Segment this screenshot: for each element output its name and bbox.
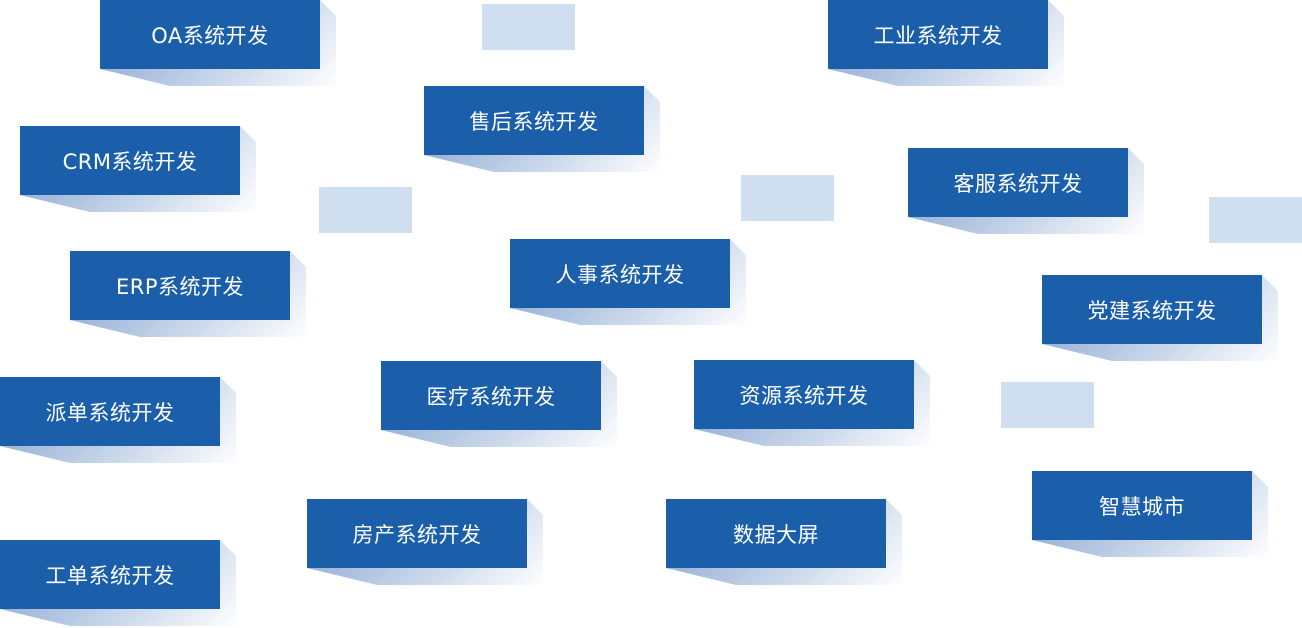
decorative-block — [1001, 382, 1094, 428]
tag-oa[interactable]: OA系统开发 — [100, 0, 336, 86]
decorative-block — [319, 187, 412, 233]
tag-label[interactable]: OA系统开发 — [100, 0, 320, 69]
tag-data-screen[interactable]: 数据大屏 — [666, 499, 902, 585]
tag-label[interactable]: CRM系统开发 — [20, 126, 240, 195]
tag-after-sales[interactable]: 售后系统开发 — [424, 86, 660, 172]
tag-hr[interactable]: 人事系统开发 — [510, 239, 746, 325]
tag-medical[interactable]: 医疗系统开发 — [381, 361, 617, 447]
tag-industrial[interactable]: 工业系统开发 — [828, 0, 1064, 86]
tag-resource[interactable]: 资源系统开发 — [694, 360, 930, 446]
decorative-block — [482, 4, 575, 50]
tag-work-order[interactable]: 工单系统开发 — [0, 540, 236, 626]
tag-erp[interactable]: ERP系统开发 — [70, 251, 306, 337]
tag-label[interactable]: 智慧城市 — [1032, 471, 1252, 540]
tag-crm[interactable]: CRM系统开发 — [20, 126, 256, 212]
tag-label[interactable]: 人事系统开发 — [510, 239, 730, 308]
tag-party[interactable]: 党建系统开发 — [1042, 275, 1278, 361]
tag-label[interactable]: ERP系统开发 — [70, 251, 290, 320]
tag-label[interactable]: 工业系统开发 — [828, 0, 1048, 69]
tag-label[interactable]: 售后系统开发 — [424, 86, 644, 155]
tag-label[interactable]: 医疗系统开发 — [381, 361, 601, 430]
tag-label[interactable]: 资源系统开发 — [694, 360, 914, 429]
tag-label[interactable]: 党建系统开发 — [1042, 275, 1262, 344]
tag-real-estate[interactable]: 房产系统开发 — [307, 499, 543, 585]
tag-label[interactable]: 房产系统开发 — [307, 499, 527, 568]
tag-smart-city[interactable]: 智慧城市 — [1032, 471, 1268, 557]
decorative-block — [741, 175, 834, 221]
tag-label[interactable]: 派单系统开发 — [0, 377, 220, 446]
tag-label[interactable]: 数据大屏 — [666, 499, 886, 568]
tag-label[interactable]: 客服系统开发 — [908, 148, 1128, 217]
tag-label[interactable]: 工单系统开发 — [0, 540, 220, 609]
tag-dispatch[interactable]: 派单系统开发 — [0, 377, 236, 463]
tag-customer-service[interactable]: 客服系统开发 — [908, 148, 1144, 234]
decorative-block — [1209, 197, 1302, 243]
